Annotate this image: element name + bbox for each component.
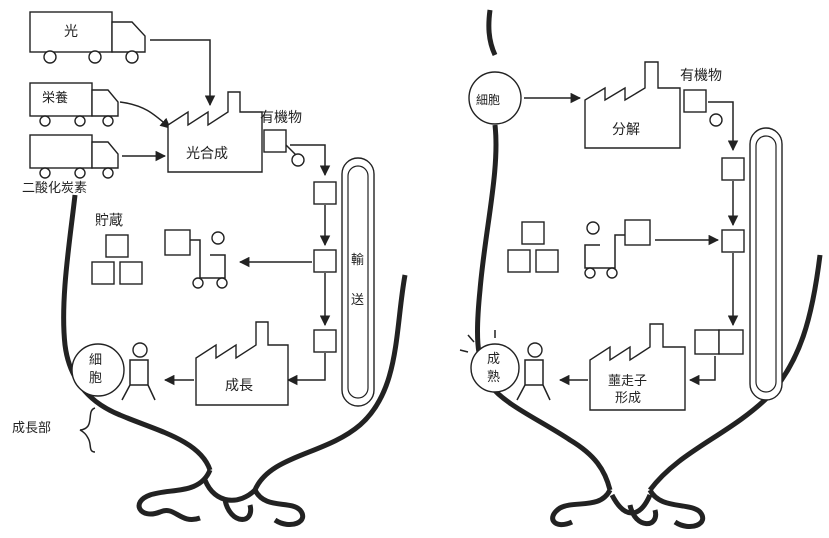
right-cell-label: 細胞 (476, 93, 500, 107)
left-cell: 細 胞 (72, 343, 155, 400)
arrow-to-growth-factory (288, 353, 325, 380)
truck-nutrient: 栄養 (30, 83, 118, 126)
conveyor-box-3 (314, 330, 336, 352)
region-brace (80, 408, 95, 452)
arrow-product-to-right-conveyor (708, 102, 733, 150)
arrow-nutrient-to-factory (120, 102, 170, 128)
right-panel: 細胞 分解 有機物 (460, 10, 820, 527)
storage-boxes (92, 235, 142, 284)
region-label-growth: 成長部 (12, 421, 51, 436)
left-conveyor-belt: 輸 送 (342, 158, 374, 406)
factory-photosynthesis-label: 光合成 (186, 146, 228, 162)
cell-label-2: 胞 (89, 371, 102, 386)
forklift-right (585, 220, 650, 278)
truck-co2: 二酸化炭素 (22, 135, 118, 196)
cell-label-1: 細 (89, 353, 102, 368)
right-storage-boxes (508, 222, 558, 272)
left-panel: 光 栄養 二酸化炭素 光合成 有機物 (12, 12, 405, 525)
right-conveyor-belt (750, 128, 782, 400)
conveyor-box-1 (314, 182, 336, 204)
left-product-label: 有機物 (260, 110, 302, 126)
arrow-to-spore-factory (690, 356, 715, 380)
right-conveyor-box-3 (695, 330, 743, 354)
conveyor-label-2: 送 (351, 293, 364, 308)
conveyor-label-1: 輸 (351, 253, 364, 268)
right-cell-top: 細胞 (469, 72, 521, 124)
mature-label-2: 熟 (487, 369, 500, 385)
left-product-box (264, 130, 286, 152)
storage-label: 貯蔵 (95, 213, 123, 229)
conveyor-box-2 (314, 250, 336, 272)
right-roots (553, 490, 703, 527)
mature-label-1: 成 (487, 352, 500, 367)
factory-growth-label: 成長 (225, 378, 253, 394)
right-product-box (684, 90, 706, 112)
truck-nutrient-label: 栄養 (42, 90, 68, 106)
arrow-light-to-factory (150, 40, 210, 105)
factory-spore-label-1: 蘁走子 (608, 374, 647, 389)
right-conveyor-box-2 (722, 230, 744, 252)
factory-spore-label-2: 形成 (615, 391, 641, 406)
right-conveyor-box-1 (722, 158, 744, 180)
factory-spore: 蘁走子 形成 (590, 324, 685, 410)
factory-growth: 成長 (196, 322, 288, 405)
left-roots (139, 470, 303, 525)
truck-light-label: 光 (64, 24, 78, 40)
truck-light: 光 (30, 12, 145, 63)
mature-cell: 成 熟 (460, 330, 550, 400)
factory-decompose: 分解 (585, 62, 680, 148)
forklift-left (165, 230, 227, 288)
factory-photosynthesis: 光合成 (168, 92, 262, 172)
co2-label: 二酸化炭素 (22, 181, 87, 196)
factory-decompose-label: 分解 (612, 122, 640, 138)
right-product-label: 有機物 (680, 68, 722, 84)
